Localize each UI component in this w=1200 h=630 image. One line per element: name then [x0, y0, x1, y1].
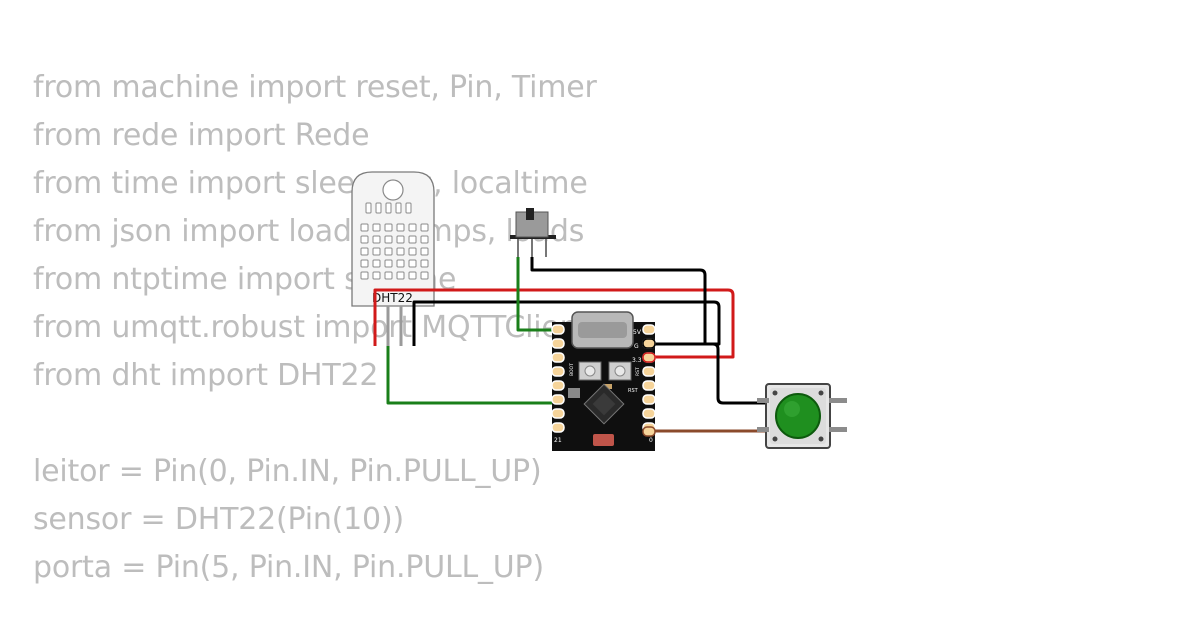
- sensor-grille: [360, 202, 429, 280]
- pushbutton-legs: [757, 398, 847, 432]
- code-line: from machine import reset, Pin, Timer: [33, 70, 597, 105]
- pin-label-0: 0: [649, 437, 653, 444]
- code-line: porta = Pin(5, Pin.IN, Pin.PULL_UP): [33, 550, 544, 585]
- code-line: from dht import DHT22: [33, 358, 379, 393]
- pin-label-rst: RST: [628, 388, 639, 394]
- slide-switch[interactable]: [510, 208, 556, 257]
- pin-label-3v3: 3.3: [632, 357, 642, 364]
- wire-black-button[interactable]: [705, 342, 770, 405]
- wire-black-switch[interactable]: [530, 257, 707, 344]
- sensor-pins: [373, 306, 416, 346]
- pushbutton-cap[interactable]: [775, 393, 821, 439]
- pin-label-21: 21: [554, 437, 562, 444]
- antenna: [593, 434, 614, 446]
- reset-label: RST: [635, 367, 641, 376]
- dht22-sensor[interactable]: DHT22: [351, 171, 435, 307]
- boot-button[interactable]: [578, 361, 602, 381]
- microcontroller-board[interactable]: 5V G 3.3 RST BOOT RST 21 0: [551, 311, 656, 451]
- pin-label-5v: 5V: [633, 329, 642, 336]
- code-line: leitor = Pin(0, Pin.IN, Pin.PULL_UP): [33, 454, 542, 489]
- left-pin-header: [551, 324, 565, 433]
- wire-green-switch[interactable]: [516, 257, 562, 332]
- pushbutton[interactable]: [757, 383, 847, 449]
- smd-component: [604, 384, 612, 389]
- reset-button[interactable]: [608, 361, 632, 381]
- code-line: from umqtt.robust import MQTTClient: [33, 310, 591, 345]
- boot-label: BOOT: [569, 363, 575, 376]
- wire-red[interactable]: [373, 288, 735, 359]
- code-line: sensor = DHT22(Pin(10)): [33, 502, 404, 537]
- wire-black-sensor[interactable]: [412, 300, 721, 346]
- pin-label-gnd: G: [634, 343, 639, 350]
- code-block: from machine import reset, Pin, Timer fr…: [33, 64, 597, 592]
- smd-component: [568, 388, 580, 398]
- mcu-chip: [583, 383, 625, 425]
- sensor-label: DHT22: [372, 291, 413, 305]
- wire-green-sensor[interactable]: [386, 346, 562, 405]
- code-line: from rede import Rede: [33, 118, 370, 153]
